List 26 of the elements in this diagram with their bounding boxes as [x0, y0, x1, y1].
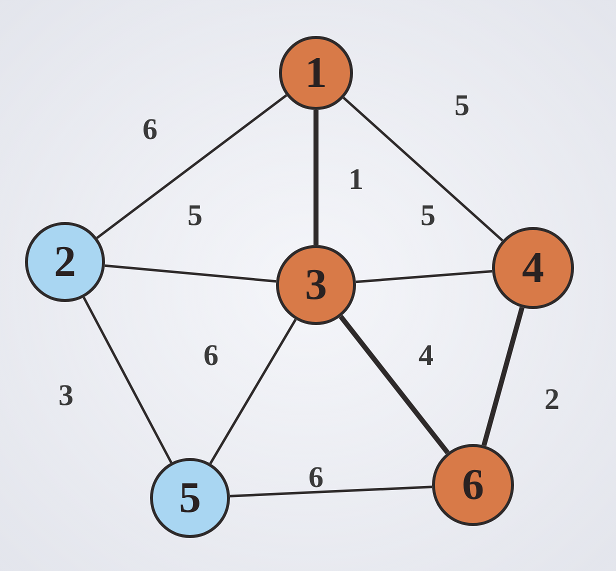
edge-line [482, 306, 524, 446]
edge-line [209, 318, 297, 464]
graph-vertex: 4 [492, 227, 574, 309]
edge-line [338, 314, 450, 454]
edge-line [230, 486, 432, 498]
edge-line [342, 96, 504, 242]
graph-vertex: 3 [276, 245, 356, 325]
edge-label: 6 [204, 341, 218, 371]
edge-line [356, 270, 492, 284]
edge-label: 2 [544, 385, 560, 415]
edge-label: 6 [142, 115, 158, 145]
edge-label: 5 [454, 91, 470, 121]
edge-label: 3 [58, 381, 74, 411]
edge-line [104, 264, 276, 283]
edge-label: 4 [418, 341, 434, 371]
edge-label: 1 [348, 165, 364, 195]
edge-label: 5 [420, 201, 436, 231]
graph-vertex: 6 [432, 444, 514, 526]
graph-vertex: 1 [279, 36, 353, 110]
edge-label: 6 [308, 463, 324, 493]
edge-label: 5 [188, 201, 202, 231]
graph-vertex: 5 [150, 458, 230, 538]
edge-line [314, 110, 318, 245]
edge-line [96, 94, 288, 239]
graph-vertex: 2 [25, 222, 105, 302]
edge-line [82, 296, 172, 464]
